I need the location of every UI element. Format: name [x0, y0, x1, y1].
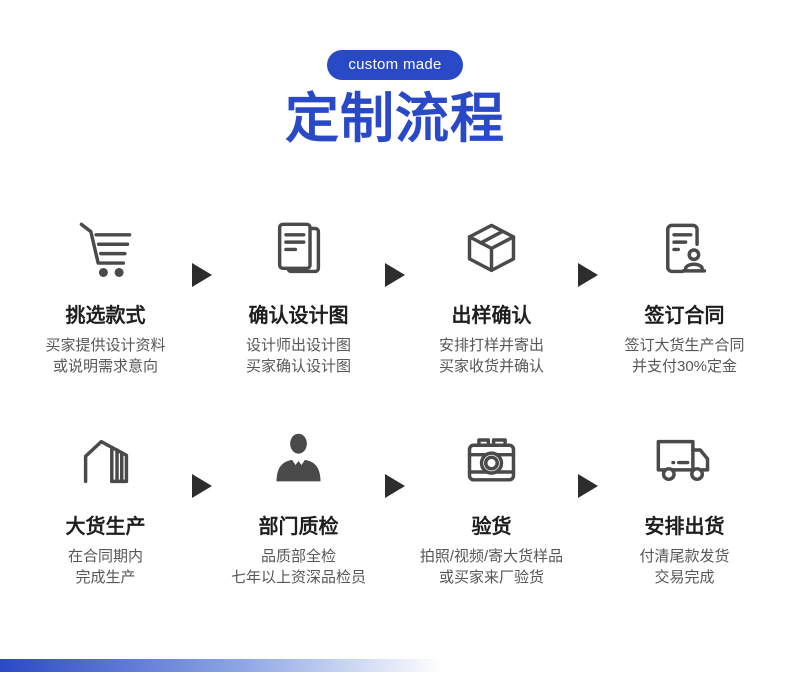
page-title: 定制流程: [285, 89, 505, 149]
bottom-gradient-bar: [0, 659, 443, 672]
step-cell: 挑选款式买家提供设计资料或说明需求意向: [24, 216, 187, 377]
process-row-2: 大货生产在合同期内完成生产部门质检品质部全检七年以上资深品检员验货拍照/视频/寄…: [24, 427, 766, 588]
step-desc: 拍照/视频/寄大货样品或买家来厂验货: [410, 546, 573, 588]
step-desc-line: 设计师出设计图: [245, 336, 351, 354]
arrow-right-icon: [578, 262, 598, 287]
step-desc: 设计师出设计图买家确认设计图: [217, 335, 380, 377]
step-desc: 签订大货生产合同并支付30%定金: [603, 335, 766, 377]
camera-icon: [410, 427, 573, 497]
step-desc-line: 安排打样并寄出: [438, 336, 544, 354]
step-desc-line: 买家确认设计图: [245, 357, 351, 375]
step-desc-line: 或说明需求意向: [52, 357, 158, 375]
arrow-right-icon: [192, 262, 212, 287]
page-header: custom made 定制流程: [0, 0, 790, 152]
step-cell: 大货生产在合同期内完成生产: [24, 427, 187, 588]
step-cell: 签订合同签订大货生产合同并支付30%定金: [603, 216, 766, 377]
step-cell: 部门质检品质部全检七年以上资深品检员: [217, 427, 380, 588]
step-desc: 品质部全检七年以上资深品检员: [217, 546, 380, 588]
box-icon: [410, 216, 573, 286]
step-desc-line: 或买家来厂验货: [438, 568, 544, 586]
step-desc-line: 付清尾款发货: [639, 547, 730, 565]
contract-icon: [603, 216, 766, 286]
warehouse-icon: [24, 427, 187, 497]
step-desc-line: 买家收货并确认: [438, 357, 544, 375]
step-desc-line: 完成生产: [75, 568, 136, 586]
step-cell: 验货拍照/视频/寄大货样品或买家来厂验货: [410, 427, 573, 588]
step-cell: 出样确认安排打样并寄出买家收货并确认: [410, 216, 573, 377]
step-title: 大货生产: [65, 515, 146, 538]
step-title: 挑选款式: [65, 304, 146, 327]
step-desc-line: 交易完成: [654, 568, 715, 586]
step-desc-line: 买家提供设计资料: [45, 336, 166, 354]
custom-made-badge: custom made: [327, 50, 463, 80]
arrow-right-icon: [385, 473, 405, 498]
step-desc: 付清尾款发货交易完成: [603, 546, 766, 588]
step-title: 签订合同: [644, 304, 725, 327]
step-title: 确认设计图: [248, 304, 349, 327]
step-desc: 在合同期内完成生产: [24, 546, 187, 588]
documents-icon: [217, 216, 380, 286]
step-cell: 确认设计图设计师出设计图买家确认设计图: [217, 216, 380, 377]
arrow-right-icon: [192, 473, 212, 498]
step-desc-line: 品质部全检: [260, 547, 336, 565]
inspector-icon: [217, 427, 380, 497]
step-desc: 安排打样并寄出买家收货并确认: [410, 335, 573, 377]
step-title: 出样确认: [451, 304, 532, 327]
step-desc: 买家提供设计资料或说明需求意向: [24, 335, 187, 377]
step-title: 验货: [471, 515, 512, 538]
step-title: 安排出货: [644, 515, 725, 538]
step-title: 部门质检: [258, 515, 339, 538]
step-cell: 安排出货付清尾款发货交易完成: [603, 427, 766, 588]
cart-icon: [24, 216, 187, 286]
arrow-right-icon: [385, 262, 405, 287]
arrow-right-icon: [578, 473, 598, 498]
step-desc-line: 七年以上资深品检员: [230, 568, 366, 586]
truck-icon: [603, 427, 766, 497]
process-row-1: 挑选款式买家提供设计资料或说明需求意向确认设计图设计师出设计图买家确认设计图出样…: [24, 216, 766, 377]
step-desc-line: 拍照/视频/寄大货样品: [419, 547, 564, 565]
step-desc-line: 并支付30%定金: [631, 357, 738, 375]
step-desc-line: 签订大货生产合同: [624, 336, 745, 354]
step-desc-line: 在合同期内: [67, 547, 143, 565]
